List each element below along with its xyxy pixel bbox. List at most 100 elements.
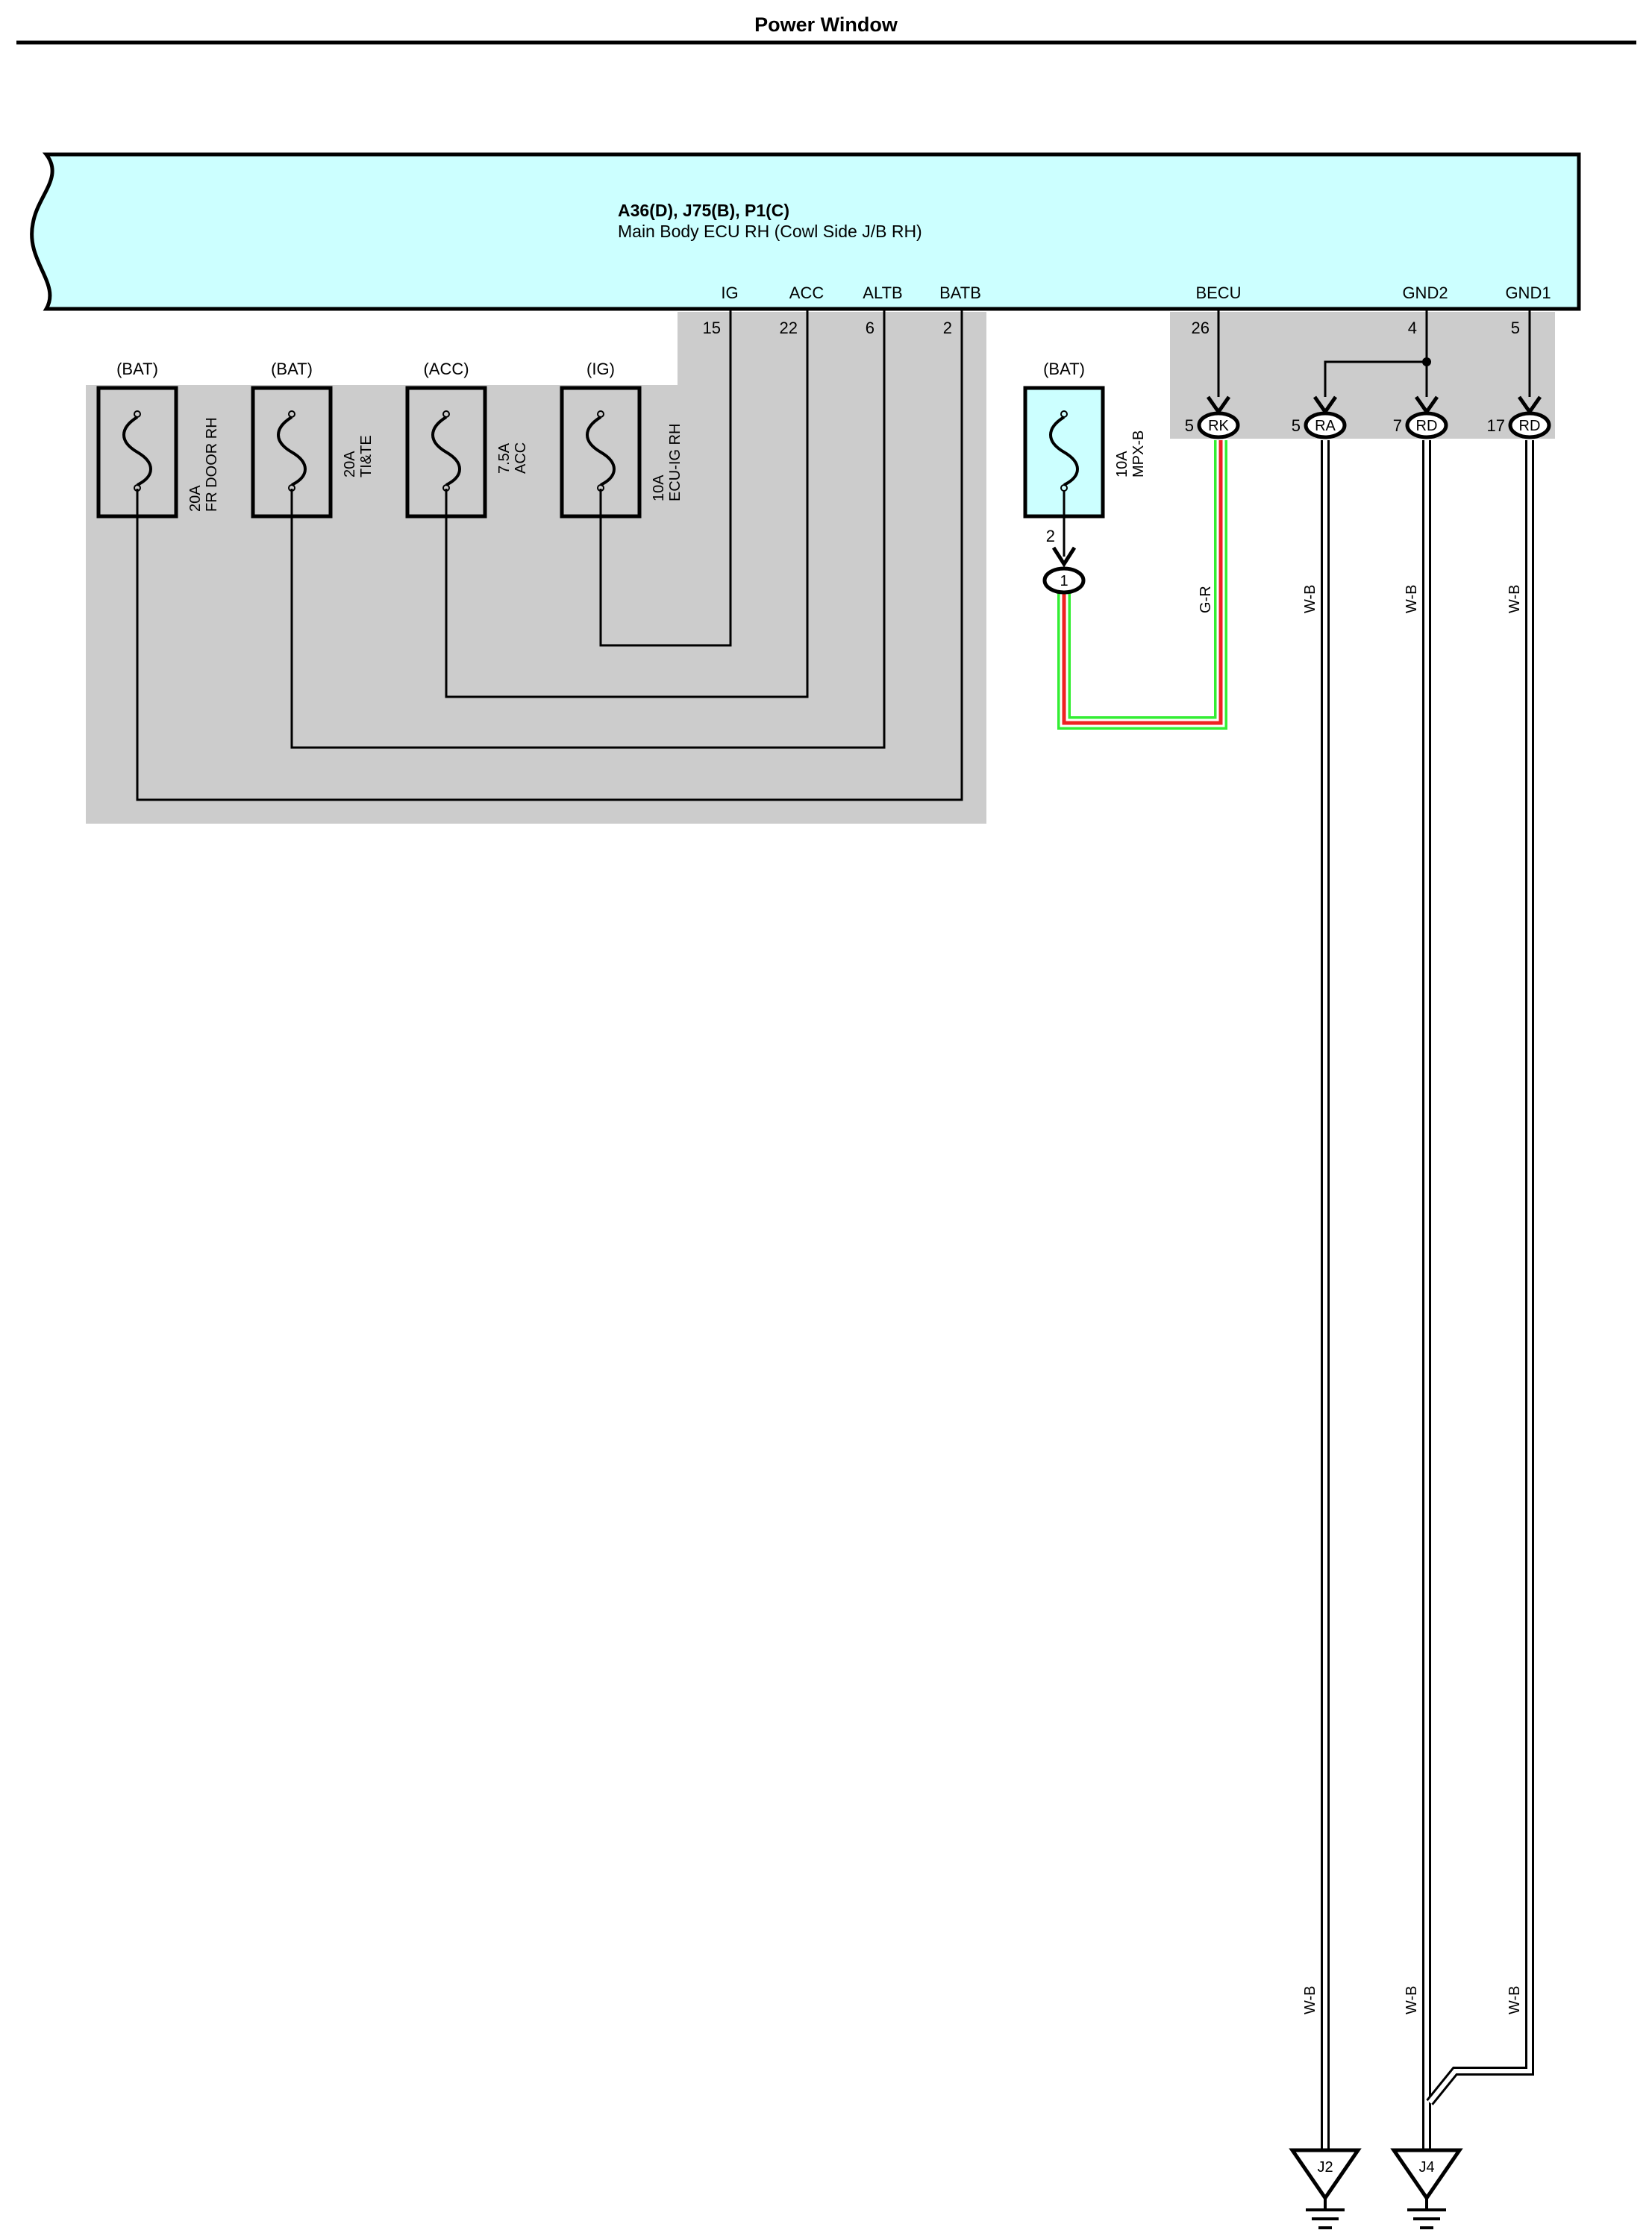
- connector-oval: [1508, 411, 1551, 439]
- page-title: Power Window: [754, 13, 898, 36]
- fuse-mpx-b-name: MPX-B: [1130, 430, 1147, 477]
- fuse-terminal: [134, 484, 141, 492]
- fuse-element-icon: [431, 416, 461, 486]
- fuse-mpx-b-rating: 10A: [1114, 451, 1130, 477]
- connector-oval: [1304, 411, 1347, 439]
- fuse-ecu-ig-rh-rating: 10A: [651, 475, 667, 501]
- ground-triangle-icon: [1289, 2148, 1362, 2202]
- connector-rd-gnd2-pin: 7: [1393, 416, 1402, 435]
- splice-label: 1: [1060, 573, 1068, 589]
- fuse-mpx-b-pin: 2: [1046, 527, 1055, 545]
- pin-altb-name: ALTB: [863, 284, 902, 302]
- ground-j2: J2: [1289, 2148, 1362, 2229]
- connector-rd-gnd1: RD 17: [1487, 411, 1551, 439]
- wire-ig: [599, 310, 732, 647]
- fuse-wiring: [136, 310, 963, 801]
- connector-ra: RA 5: [1292, 411, 1347, 439]
- fuse-acc-box: [405, 386, 487, 519]
- fuse-element-icon: [586, 416, 616, 486]
- ecu-connectors-label: A36(D), J75(B), P1(C): [618, 201, 789, 220]
- ground-symbol-icon: [1306, 2198, 1345, 2229]
- fuse-fr-door-rh-supply: (BAT): [116, 360, 158, 378]
- fuse-element-icon: [1049, 416, 1079, 486]
- fuse-terminal: [288, 484, 295, 492]
- pin-becu-number: 26: [1192, 319, 1210, 337]
- fuse-acc-name: ACC: [513, 442, 529, 474]
- gnd2-branch: [1324, 360, 1427, 397]
- fuse-tite: (BAT) 20A TI&TE: [251, 360, 375, 519]
- ground-j4: J4: [1390, 2148, 1463, 2229]
- fuse-fr-door-rh-box: [96, 386, 178, 519]
- fuse-mpx-b: (BAT) 10A MPX-B 2: [1023, 360, 1147, 568]
- fuse-acc-rating: 7.5A: [496, 442, 513, 474]
- pin-gnd1-name: GND1: [1505, 284, 1551, 302]
- wire-batb: [136, 310, 963, 801]
- wire-rd-gnd1: [1426, 440, 1534, 2105]
- fuse-mpx-b-supply: (BAT): [1043, 360, 1085, 378]
- ecu-name-label: Main Body ECU RH (Cowl Side J/B RH): [618, 222, 922, 241]
- fuse-ecu-ig-rh: (IG) 10A ECU-IG RH: [560, 360, 683, 519]
- wire-altb: [290, 310, 886, 749]
- connector-rd-gnd1-code: RD: [1519, 418, 1541, 434]
- fuse-ecu-ig-rh-box: [560, 386, 642, 519]
- fuse-ecu-ig-rh-name: ECU-IG RH: [667, 424, 683, 501]
- ground-triangle-icon: [1390, 2148, 1463, 2202]
- ground-wires: [1321, 440, 1534, 2149]
- fuse-tite-box: [251, 386, 333, 519]
- fuse-acc: (ACC) 7.5A ACC: [405, 360, 529, 519]
- connector-oval: [1405, 411, 1448, 439]
- pin-acc-name: ACC: [789, 284, 825, 302]
- fuse-terminal: [597, 484, 604, 492]
- wire-rd-gnd2-color-bottom: W-B: [1404, 1985, 1420, 2014]
- wire-g-r: [1057, 440, 1227, 730]
- wire-rd-gnd1-core: [1427, 440, 1532, 2104]
- fuse-fr-door-rh: (BAT) 20A FR DOOR RH: [96, 360, 220, 519]
- wire-acc: [445, 310, 809, 698]
- pin-becu-name: BECU: [1195, 284, 1241, 302]
- fuse-terminal: [442, 484, 450, 492]
- connector-rk: RK 5: [1185, 411, 1240, 439]
- connector-ra-code: RA: [1315, 418, 1336, 434]
- connector-ra-pin: 5: [1292, 416, 1301, 435]
- pin-gnd1-number: 5: [1511, 319, 1520, 337]
- pin-ig-number: 15: [703, 319, 721, 337]
- ground-symbol-icon: [1407, 2198, 1446, 2229]
- connector-rd-gnd2: RD 7: [1393, 411, 1448, 439]
- pin-altb-number: 6: [866, 319, 875, 337]
- pin-gnd2-name: GND2: [1402, 284, 1448, 302]
- fuse-element-icon: [122, 416, 152, 486]
- fuse-fr-door-rh-name: FR DOOR RH: [204, 417, 220, 512]
- fuse-fr-door-rh-rating: 20A: [187, 485, 204, 512]
- pin-ig-name: IG: [721, 284, 738, 302]
- fuse-element-icon: [277, 416, 307, 486]
- wire-g-r-red: [1062, 440, 1223, 725]
- fuse-tite-name: TI&TE: [358, 435, 375, 477]
- connector-rk-code: RK: [1208, 418, 1229, 434]
- ecu-body: [30, 152, 1581, 311]
- ground-j2-label: J2: [1317, 2159, 1333, 2176]
- connector-rd-gnd1-pin: 17: [1487, 416, 1505, 435]
- fuse-acc-supply: (ACC): [423, 360, 469, 378]
- junction-dot: [1422, 357, 1431, 366]
- splice-connector: [1042, 566, 1086, 595]
- wire-ra-color-top: W-B: [1302, 584, 1318, 613]
- fuse-ecu-ig-rh-supply: (IG): [586, 360, 615, 378]
- splice-arrow-icon: [1051, 546, 1077, 568]
- fuse-tite-supply: (BAT): [271, 360, 313, 378]
- pin-batb-number: 2: [943, 319, 952, 337]
- ecu-ground-wiring: [1217, 310, 1531, 397]
- wire-rd-gnd2-color-top: W-B: [1404, 584, 1420, 613]
- wire-rd-gnd1-color-top: W-B: [1506, 584, 1523, 613]
- connector-rd-gnd2-code: RD: [1416, 418, 1438, 434]
- pin-acc-number: 22: [780, 319, 798, 337]
- wire-ra-color-bottom: W-B: [1302, 1985, 1318, 2014]
- pin-batb-name: BATB: [939, 284, 981, 302]
- wire-rd-gnd1-color-bottom: W-B: [1506, 1985, 1523, 2014]
- connector-rk-pin: 5: [1185, 416, 1194, 435]
- fuse-tite-rating: 20A: [342, 451, 358, 477]
- wire-becu-color: G-R: [1198, 586, 1214, 613]
- pin-gnd2-number: 4: [1408, 319, 1417, 337]
- ground-j4-label: J4: [1418, 2159, 1434, 2176]
- connector-oval: [1197, 411, 1240, 439]
